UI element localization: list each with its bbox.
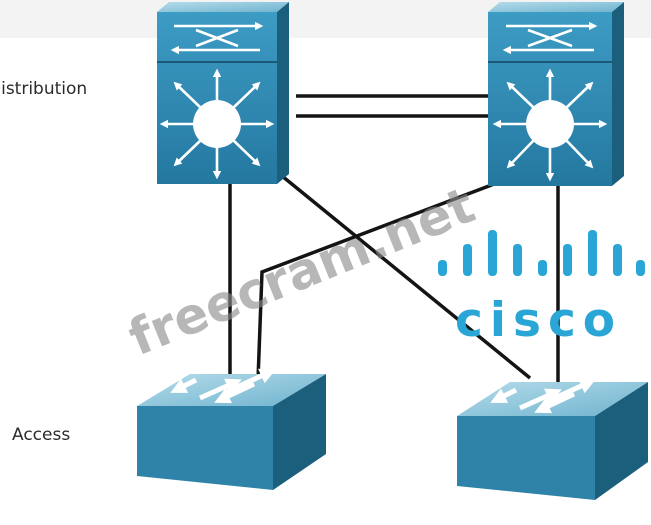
cisco-logo: cisco xyxy=(438,230,645,348)
access-switch-left xyxy=(137,368,326,490)
workgroup-switch-icon xyxy=(170,368,276,404)
device-top-face xyxy=(157,2,289,12)
crossover-arrows-icon xyxy=(502,21,598,55)
device-front-face xyxy=(137,406,273,490)
cisco-bars-icon xyxy=(438,230,645,276)
link-dist-left-access-right xyxy=(280,174,532,380)
access-switch-right xyxy=(457,378,648,500)
tier-label-access: Access xyxy=(12,425,70,445)
cisco-wordmark: cisco xyxy=(455,293,622,348)
workgroup-switch-icon xyxy=(490,378,596,414)
device-side-face xyxy=(273,374,326,490)
multilayer-switch-icon xyxy=(492,68,608,182)
distribution-switch-right xyxy=(488,2,624,186)
link-dist-right-access-left xyxy=(256,176,511,381)
links xyxy=(228,94,560,386)
device-side-face xyxy=(612,2,624,186)
device-front-face xyxy=(457,416,595,500)
switch-core-circle xyxy=(193,100,241,148)
device-top-face xyxy=(488,2,624,12)
watermark-text: freecram.net xyxy=(121,176,483,367)
switch-core-circle xyxy=(526,100,574,148)
tier-label-distribution: Distribution xyxy=(0,79,87,99)
distribution-switch-left xyxy=(157,2,289,184)
multilayer-switch-icon xyxy=(159,68,275,180)
device-side-face xyxy=(595,382,648,500)
crossover-arrows-icon xyxy=(170,21,264,55)
device-side-face xyxy=(277,2,289,184)
